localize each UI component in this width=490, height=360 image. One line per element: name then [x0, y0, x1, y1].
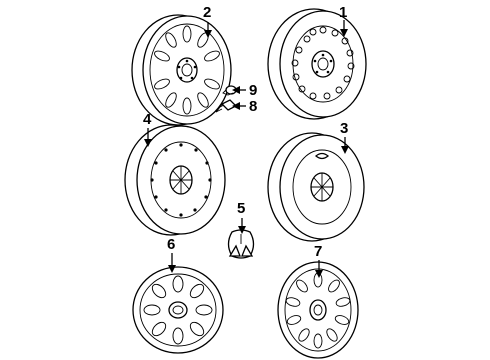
center-cap-5	[227, 229, 255, 259]
callout-labels: 2 1 9 8 4 3 5 6 7	[143, 4, 348, 260]
wheel-cover-6	[132, 266, 224, 354]
steel-wheel-3	[267, 132, 365, 242]
callout-9: 9	[249, 82, 257, 99]
callout-4: 4	[143, 111, 152, 128]
callout-5: 5	[237, 200, 245, 217]
callout-7: 7	[314, 243, 322, 260]
callout-3: 3	[340, 120, 348, 137]
callout-1: 1	[339, 4, 347, 21]
alloy-wheel-2	[131, 14, 232, 126]
callout-6: 6	[167, 236, 175, 253]
steel-wheel-1	[267, 8, 367, 120]
callout-8: 8	[249, 98, 257, 115]
leader-lines	[144, 20, 349, 278]
callout-2: 2	[203, 4, 211, 21]
steel-wheel-4	[124, 124, 226, 236]
wheel-cover-7	[277, 261, 359, 359]
